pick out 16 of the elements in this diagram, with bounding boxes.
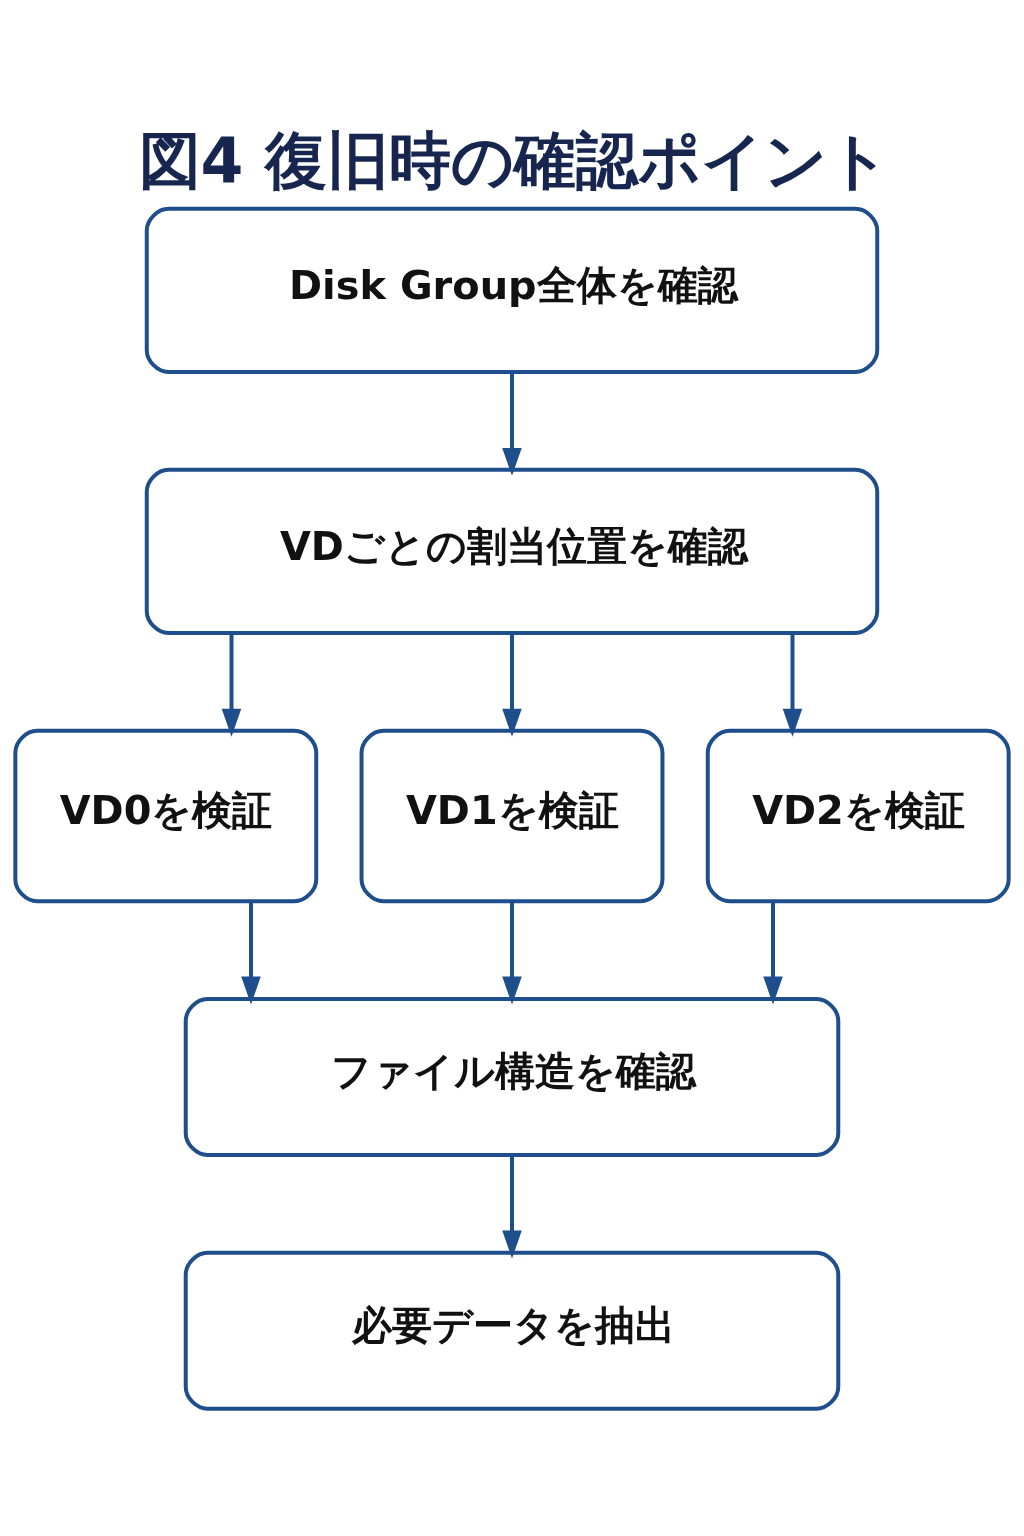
node-box: VDごとの割当位置を確認 <box>144 467 880 635</box>
node-box: Disk Group全体を確認 <box>144 206 880 374</box>
arrow <box>241 901 261 1005</box>
arrow <box>502 633 522 737</box>
arrow <box>502 1155 522 1259</box>
arrow <box>502 901 522 1005</box>
arrow <box>763 901 783 1005</box>
arrow <box>221 633 242 737</box>
arrow <box>502 372 522 476</box>
node-box: VD0を検証 <box>13 728 319 904</box>
node-box: 必要データを抽出 <box>183 1250 841 1411</box>
diagram-title: 図4 復旧時の確認ポイント <box>138 124 890 197</box>
node-box: VD1を検証 <box>359 728 665 904</box>
arrow <box>782 633 803 737</box>
node-box: ファイル構造を確認 <box>183 997 841 1157</box>
node-box: VD2を検証 <box>705 728 1011 904</box>
